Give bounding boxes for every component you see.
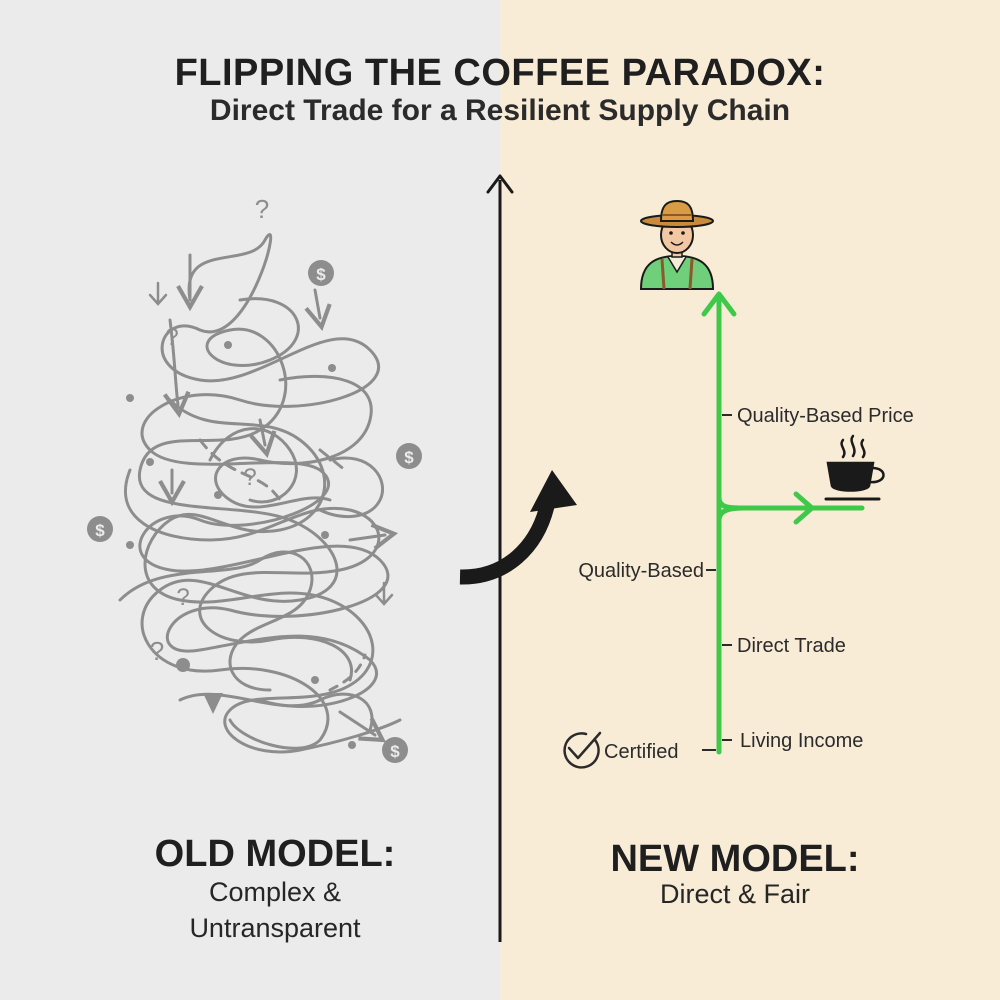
svg-text:?: ? bbox=[255, 194, 269, 224]
old-model-title: OLD MODEL: bbox=[154, 833, 396, 875]
svg-text:$: $ bbox=[404, 448, 414, 467]
label-direct-trade: Direct Trade bbox=[737, 635, 846, 657]
svg-text:$: $ bbox=[316, 265, 326, 284]
dollar-coin-icon: $ $ $ $ bbox=[87, 260, 422, 763]
svg-text:$: $ bbox=[390, 742, 400, 761]
svg-text:?: ? bbox=[176, 584, 189, 611]
direct-supply-chain bbox=[701, 291, 865, 755]
label-certified: Certified bbox=[604, 741, 678, 763]
svg-text:?: ? bbox=[165, 324, 178, 351]
label-quality-based: Quality-Based bbox=[578, 560, 704, 582]
svg-text:?: ? bbox=[150, 636, 164, 666]
old-model-subtitle-line1: Complex & bbox=[208, 877, 342, 907]
down-arrow-icon bbox=[148, 281, 394, 606]
old-model-subtitle: Complex & Untransparent bbox=[100, 874, 450, 946]
new-model-panel bbox=[500, 0, 1000, 1000]
chain-tick bbox=[702, 414, 732, 751]
page-subtitle: Direct Trade for a Resilient Supply Chai… bbox=[209, 94, 791, 127]
svg-text:?: ? bbox=[243, 464, 256, 491]
tangled-supply-chain bbox=[118, 233, 402, 754]
down-arrow-icon bbox=[203, 693, 223, 714]
new-model-title: NEW MODEL: bbox=[610, 838, 860, 880]
label-quality-price: Quality-Based Price bbox=[737, 405, 914, 427]
old-model-subtitle-line2: Untransparent bbox=[189, 913, 361, 943]
new-model-subtitle: Direct & Fair bbox=[659, 879, 811, 909]
coffee-cup-icon bbox=[824, 434, 885, 501]
label-living-income: Living Income bbox=[740, 730, 863, 752]
svg-text:$: $ bbox=[95, 521, 105, 540]
farmer-icon bbox=[639, 199, 715, 290]
check-circle-icon bbox=[563, 731, 602, 769]
flip-arrow-icon bbox=[459, 470, 577, 585]
question-mark-icon: ? ? ? ? ? bbox=[150, 194, 269, 666]
page-title: FLIPPING THE COFFEE PARADOX: bbox=[174, 52, 826, 94]
